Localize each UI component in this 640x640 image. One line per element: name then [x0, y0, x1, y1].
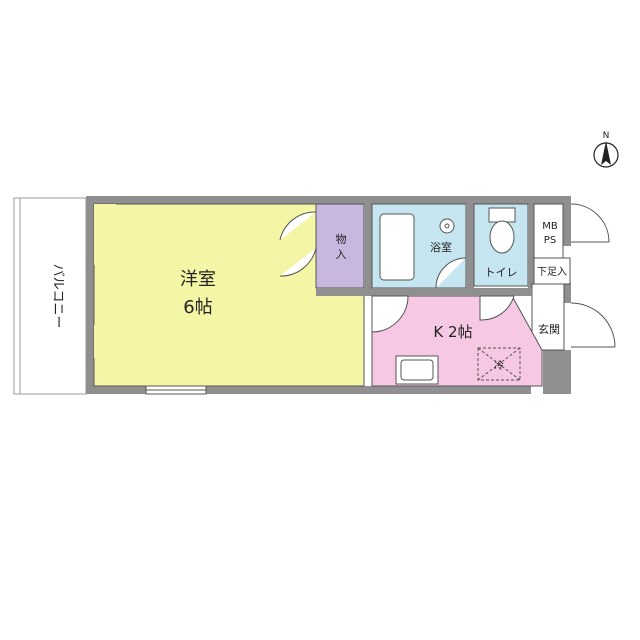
- toilet-mbps-wall: [528, 204, 534, 292]
- entrance-label: 玄関: [538, 322, 560, 336]
- bathroom-label: 浴室: [430, 240, 452, 254]
- entrance: 玄関: [531, 283, 616, 351]
- compass-label: N: [603, 131, 610, 141]
- mbps-line1: MB: [542, 221, 558, 232]
- balcony: バルコニー: [13, 197, 87, 395]
- toilet-label: トイレ: [485, 266, 518, 279]
- bottom-window: [145, 385, 207, 395]
- western-room-name: 洋室: [180, 269, 216, 290]
- shoe-storage-label: 下足入: [537, 266, 567, 278]
- fridge-space: 冷: [477, 347, 521, 381]
- storage-room: 物 入: [315, 203, 372, 296]
- closet-doors: [279, 211, 317, 277]
- mbps: MB PS: [533, 203, 610, 259]
- fridge-label: 冷: [494, 359, 504, 372]
- shoe-storage: 下足入: [533, 257, 571, 285]
- mbps-line2: PS: [544, 235, 556, 246]
- north-compass: N: [593, 131, 619, 168]
- balcony-label: バルコニー: [50, 264, 65, 329]
- bath-toilet-wall: [466, 204, 474, 296]
- toilet-room: トイレ: [473, 203, 529, 287]
- bathroom: 浴室: [371, 203, 467, 289]
- storage-label-bottom: 入: [336, 248, 347, 261]
- kitchen-label: K 2帖: [433, 323, 472, 341]
- western-room-size: 6帖: [183, 297, 212, 318]
- storage-label-top: 物: [336, 232, 347, 246]
